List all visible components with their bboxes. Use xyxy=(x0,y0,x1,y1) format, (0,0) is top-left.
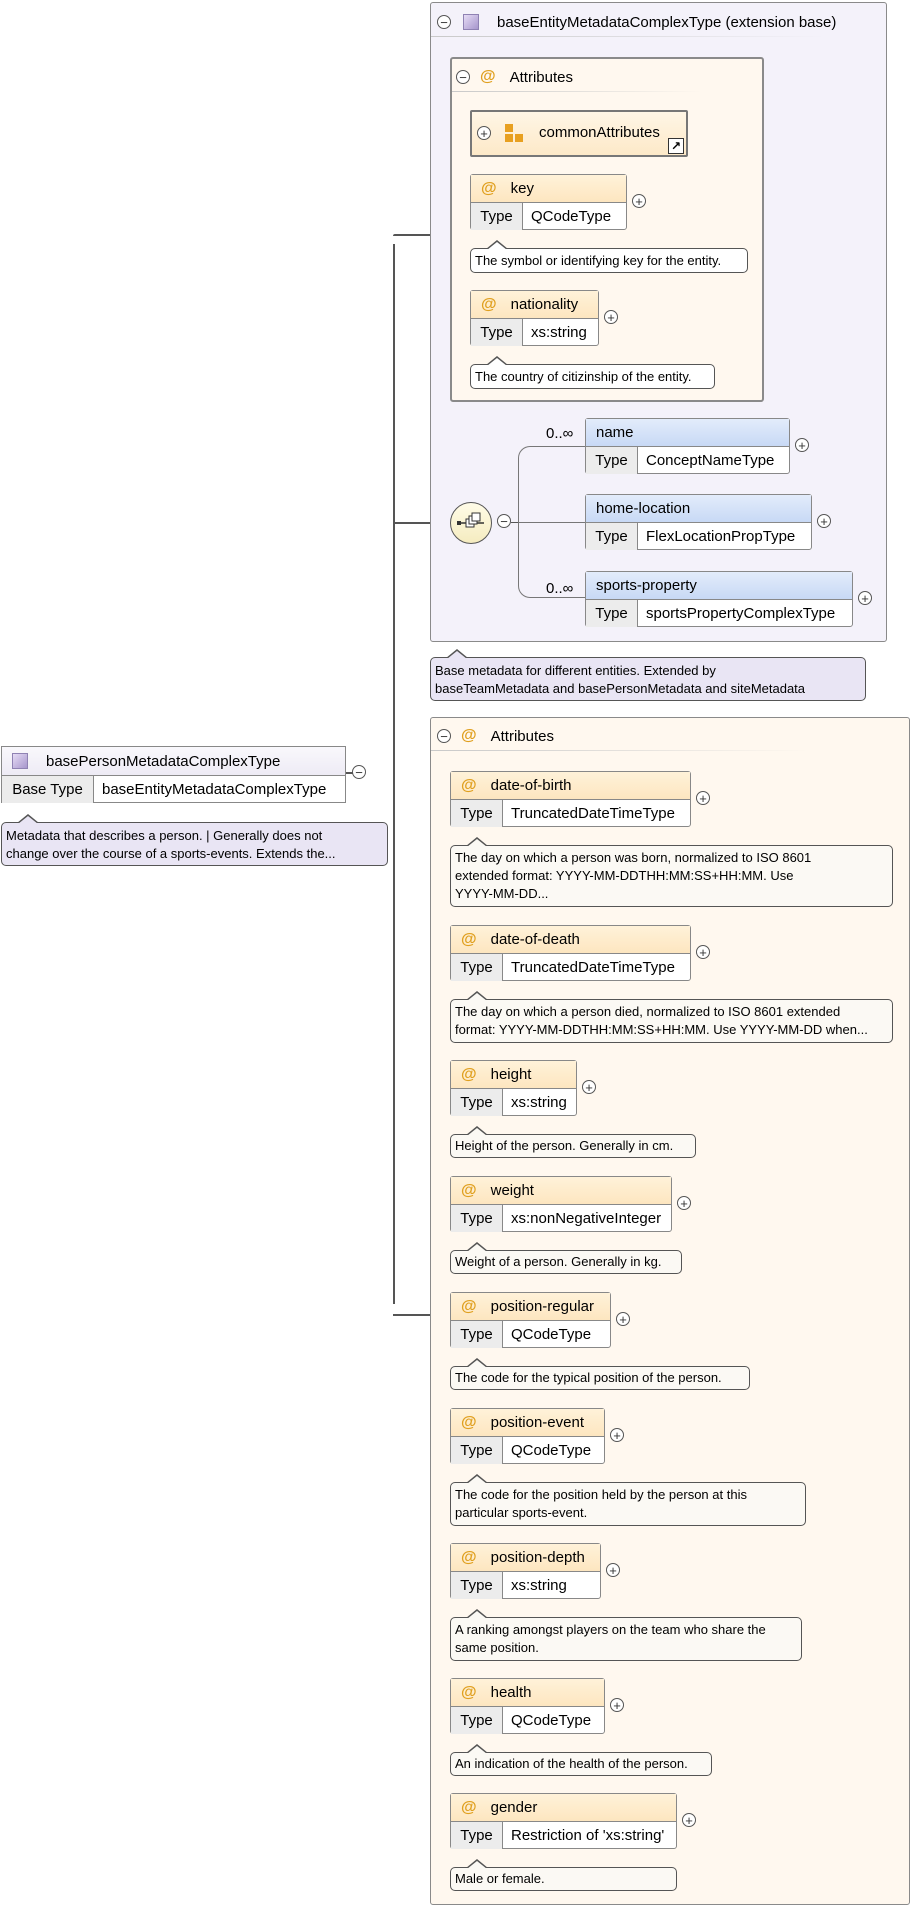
attributes-collapse[interactable]: − xyxy=(437,729,451,743)
attribute-icon: @ xyxy=(461,1065,477,1083)
base-type-key: Base Type xyxy=(2,776,94,803)
name-occurs: 0..∞ xyxy=(546,425,574,442)
root-type-card[interactable]: basePersonMetadataComplexType Base Type … xyxy=(1,746,346,803)
attribute-icon: @ xyxy=(461,1548,477,1566)
common-attributes-expand[interactable]: + xyxy=(477,126,491,140)
sequence-collapse[interactable]: − xyxy=(497,514,511,528)
trunk-to-sequence xyxy=(393,522,451,524)
date-of-birth-documentation: The day on which a person was born, norm… xyxy=(450,837,893,907)
name-expand[interactable]: + xyxy=(795,438,809,452)
attribute-icon: @ xyxy=(480,68,496,85)
attribute-icon: @ xyxy=(461,930,477,948)
trunk-to-attributes xyxy=(393,1314,431,1316)
weight-expand[interactable]: + xyxy=(677,1196,691,1210)
extension-documentation: Base metadata for different entities. Ex… xyxy=(430,649,866,701)
root-documentation: Metadata that describes a person. | Gene… xyxy=(1,814,388,866)
weight-documentation: Weight of a person. Generally in kg. xyxy=(450,1242,682,1274)
root-type-name: basePersonMetadataComplexType xyxy=(46,752,281,770)
attribute-icon: @ xyxy=(461,1798,477,1816)
date-of-birth-expand[interactable]: + xyxy=(696,791,710,805)
root-collapse-toggle[interactable]: − xyxy=(352,765,366,779)
gender-expand[interactable]: + xyxy=(682,1813,696,1827)
complex-type-icon xyxy=(463,14,479,30)
sequence-middle-branch xyxy=(518,522,586,523)
sports-property-occurs: 0..∞ xyxy=(546,580,574,597)
position-event-expand[interactable]: + xyxy=(610,1428,624,1442)
link-icon: ↗ xyxy=(668,138,684,154)
position-depth-expand[interactable]: + xyxy=(606,1563,620,1577)
extension-attributes-collapse[interactable]: − xyxy=(456,70,470,84)
date-of-death-documentation: The day on which a person died, normaliz… xyxy=(450,991,893,1043)
extension-collapse-toggle[interactable]: − xyxy=(437,15,451,29)
sequence-stub xyxy=(511,522,519,523)
nationality-expand[interactable]: + xyxy=(604,310,618,324)
position-regular-documentation: The code for the typical position of the… xyxy=(450,1358,750,1390)
height-expand[interactable]: + xyxy=(582,1080,596,1094)
base-type-value: baseEntityMetadataComplexType xyxy=(102,781,327,798)
sports-property-expand[interactable]: + xyxy=(858,591,872,605)
attribute-icon: @ xyxy=(461,776,477,794)
attribute-icon: @ xyxy=(461,1181,477,1199)
attribute-icon: @ xyxy=(461,1297,477,1315)
position-regular-expand[interactable]: + xyxy=(616,1312,630,1326)
key-expand[interactable]: + xyxy=(632,194,646,208)
attribute-icon: @ xyxy=(461,1683,477,1701)
attribute-icon: @ xyxy=(461,727,477,744)
attribute-icon: @ xyxy=(461,1413,477,1431)
trunk-to-extension-attrs xyxy=(393,234,431,236)
position-depth-documentation: A ranking amongst players on the team wh… xyxy=(450,1609,802,1661)
complex-type-icon xyxy=(12,753,28,769)
sequence-compositor-icon[interactable] xyxy=(450,502,492,544)
health-documentation: An indication of the health of the perso… xyxy=(450,1744,712,1776)
attribute-icon: @ xyxy=(481,295,497,313)
position-event-documentation: The code for the position held by the pe… xyxy=(450,1474,806,1526)
home-location-expand[interactable]: + xyxy=(817,514,831,528)
nationality-documentation: The country of citizinship of the entity… xyxy=(470,356,715,389)
gender-documentation: Male or female. xyxy=(450,1859,677,1891)
common-attributes-label: commonAttributes xyxy=(539,124,660,141)
common-attributes-group[interactable]: + commonAttributes ↗ xyxy=(470,110,688,157)
height-documentation: Height of the person. Generally in cm. xyxy=(450,1126,696,1158)
trunk-vertical xyxy=(393,244,395,1304)
key-documentation: The symbol or identifying key for the en… xyxy=(470,240,748,273)
attributes-label: Attributes xyxy=(490,727,554,745)
attribute-group-icon xyxy=(505,124,525,144)
date-of-death-expand[interactable]: + xyxy=(696,945,710,959)
extension-attributes-label: Attributes xyxy=(509,68,573,86)
extension-title: baseEntityMetadataComplexType (extension… xyxy=(497,13,837,31)
health-expand[interactable]: + xyxy=(610,1698,624,1712)
attribute-icon: @ xyxy=(481,179,497,197)
